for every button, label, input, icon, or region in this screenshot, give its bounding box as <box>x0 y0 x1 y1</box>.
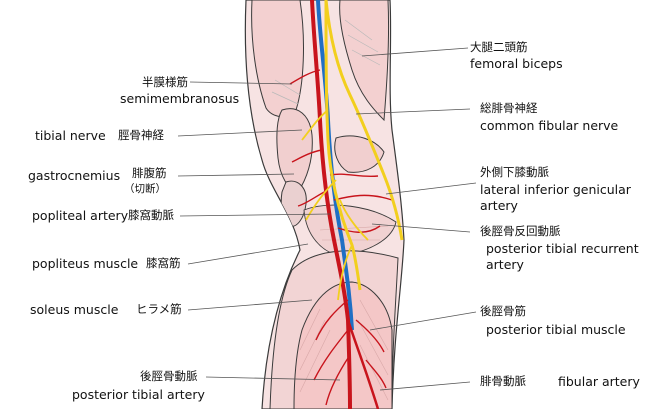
label-gastrocnemius-en: gastrocnemius <box>28 168 121 183</box>
label-fibular-artery-ja: 腓骨動脈 <box>480 374 526 388</box>
label-popliteal-artery-en: popliteal artery <box>32 208 129 223</box>
label-common-fibular-nerve-en: common fibular nerve <box>480 118 619 133</box>
label-posterior-tibial-artery-en: posterior tibial artery <box>72 387 205 402</box>
tibial-nerve-vessel <box>324 0 362 291</box>
label-posterior-tibial-recurrent-artery-en-1: posterior tibial recurrent <box>486 241 639 256</box>
label-posterior-tibial-recurrent-artery-en-2: artery <box>486 257 524 272</box>
leader-lines <box>177 47 477 391</box>
label-lateral-inferior-genicular-artery-ja: 外側下膝動脈 <box>480 165 549 179</box>
label-posterior-tibial-recurrent-artery-ja: 後脛骨反回動脈 <box>480 224 561 238</box>
muscle-striations <box>299 225 389 401</box>
label-femoral-biceps-en: femoral biceps <box>470 56 563 71</box>
label-semimembranosus-en: semimembranosus <box>120 91 240 106</box>
label-tibial-nerve-en: tibial nerve <box>35 128 106 143</box>
label-lateral-inferior-genicular-artery-en-1: lateral inferior genicular <box>480 182 631 197</box>
label-femoral-biceps-ja: 大腿二頭筋 <box>470 40 528 54</box>
artery-branches <box>289 69 393 406</box>
label-popliteal-artery-ja: 膝窩動脈 <box>128 208 174 222</box>
femoral-biceps-shape <box>339 0 390 122</box>
common-fibular-nerve-vessel <box>324 0 404 241</box>
label-semimembranosus-ja: 半膜様筋 <box>142 75 188 89</box>
label-gastrocnemius-ja: 腓腹筋 <box>132 166 167 180</box>
tendon-fibers <box>271 19 381 105</box>
label-soleus-muscle-en: soleus muscle <box>30 302 119 317</box>
label-tibial-nerve-ja: 脛骨神経 <box>118 128 164 142</box>
label-posterior-tibial-muscle-en: posterior tibial muscle <box>486 322 626 337</box>
label-popliteus-muscle-en: popliteus muscle <box>32 256 139 271</box>
label-lateral-inferior-genicular-artery-en-2: artery <box>480 198 518 213</box>
label-fibular-artery-en: fibular artery <box>558 374 640 389</box>
label-common-fibular-nerve-ja: 総腓骨神経 <box>480 101 538 115</box>
label-gastrocnemius-note: （切断） <box>124 183 166 195</box>
fibular-artery-vessel <box>346 319 380 409</box>
label-posterior-tibial-artery-ja: 後脛骨動脈 <box>140 369 198 383</box>
label-popliteus-muscle-ja: 膝窩筋 <box>146 256 181 270</box>
label-soleus-muscle-ja: ヒラメ筋 <box>136 302 182 316</box>
popliteal-artery-vessel <box>310 0 352 409</box>
nerve-branches <box>301 109 369 301</box>
label-posterior-tibial-muscle-ja: 後脛骨筋 <box>480 304 526 318</box>
